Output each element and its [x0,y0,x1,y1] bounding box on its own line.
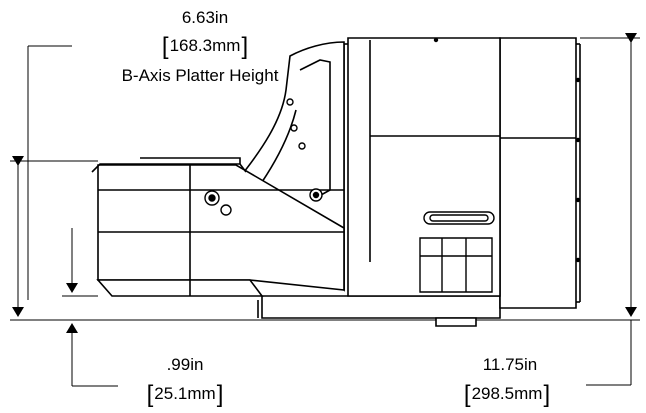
rear-housing [499,37,577,309]
base-offset-inches: .99in [166,355,204,374]
overall-length-metric-value: 298.5mm [464,384,550,403]
overall-length-inches: 11.75in [482,355,538,374]
base-plate [261,295,501,319]
base-offset-metric: 25.1mm [120,384,250,404]
detail-features [204,37,581,293]
main-column [347,37,501,297]
dimension-lines [10,33,640,387]
platter-height-metric-value: 168.3mm [162,36,248,55]
platter-height-inches: 6.63in [181,8,229,27]
connector-block [419,237,493,293]
overall-length-metric: 298.5mm [432,384,582,404]
bolt-hole-2 [220,204,232,216]
base-foot [435,317,477,327]
platter-height-caption: B-Axis Platter Height [121,66,279,85]
platter-table [91,163,247,173]
base-offset-metric-value: 25.1mm [147,384,224,403]
platter-height-metric: 168.3mm [125,36,285,56]
machine-outline [91,37,581,327]
lower-body [96,279,264,297]
